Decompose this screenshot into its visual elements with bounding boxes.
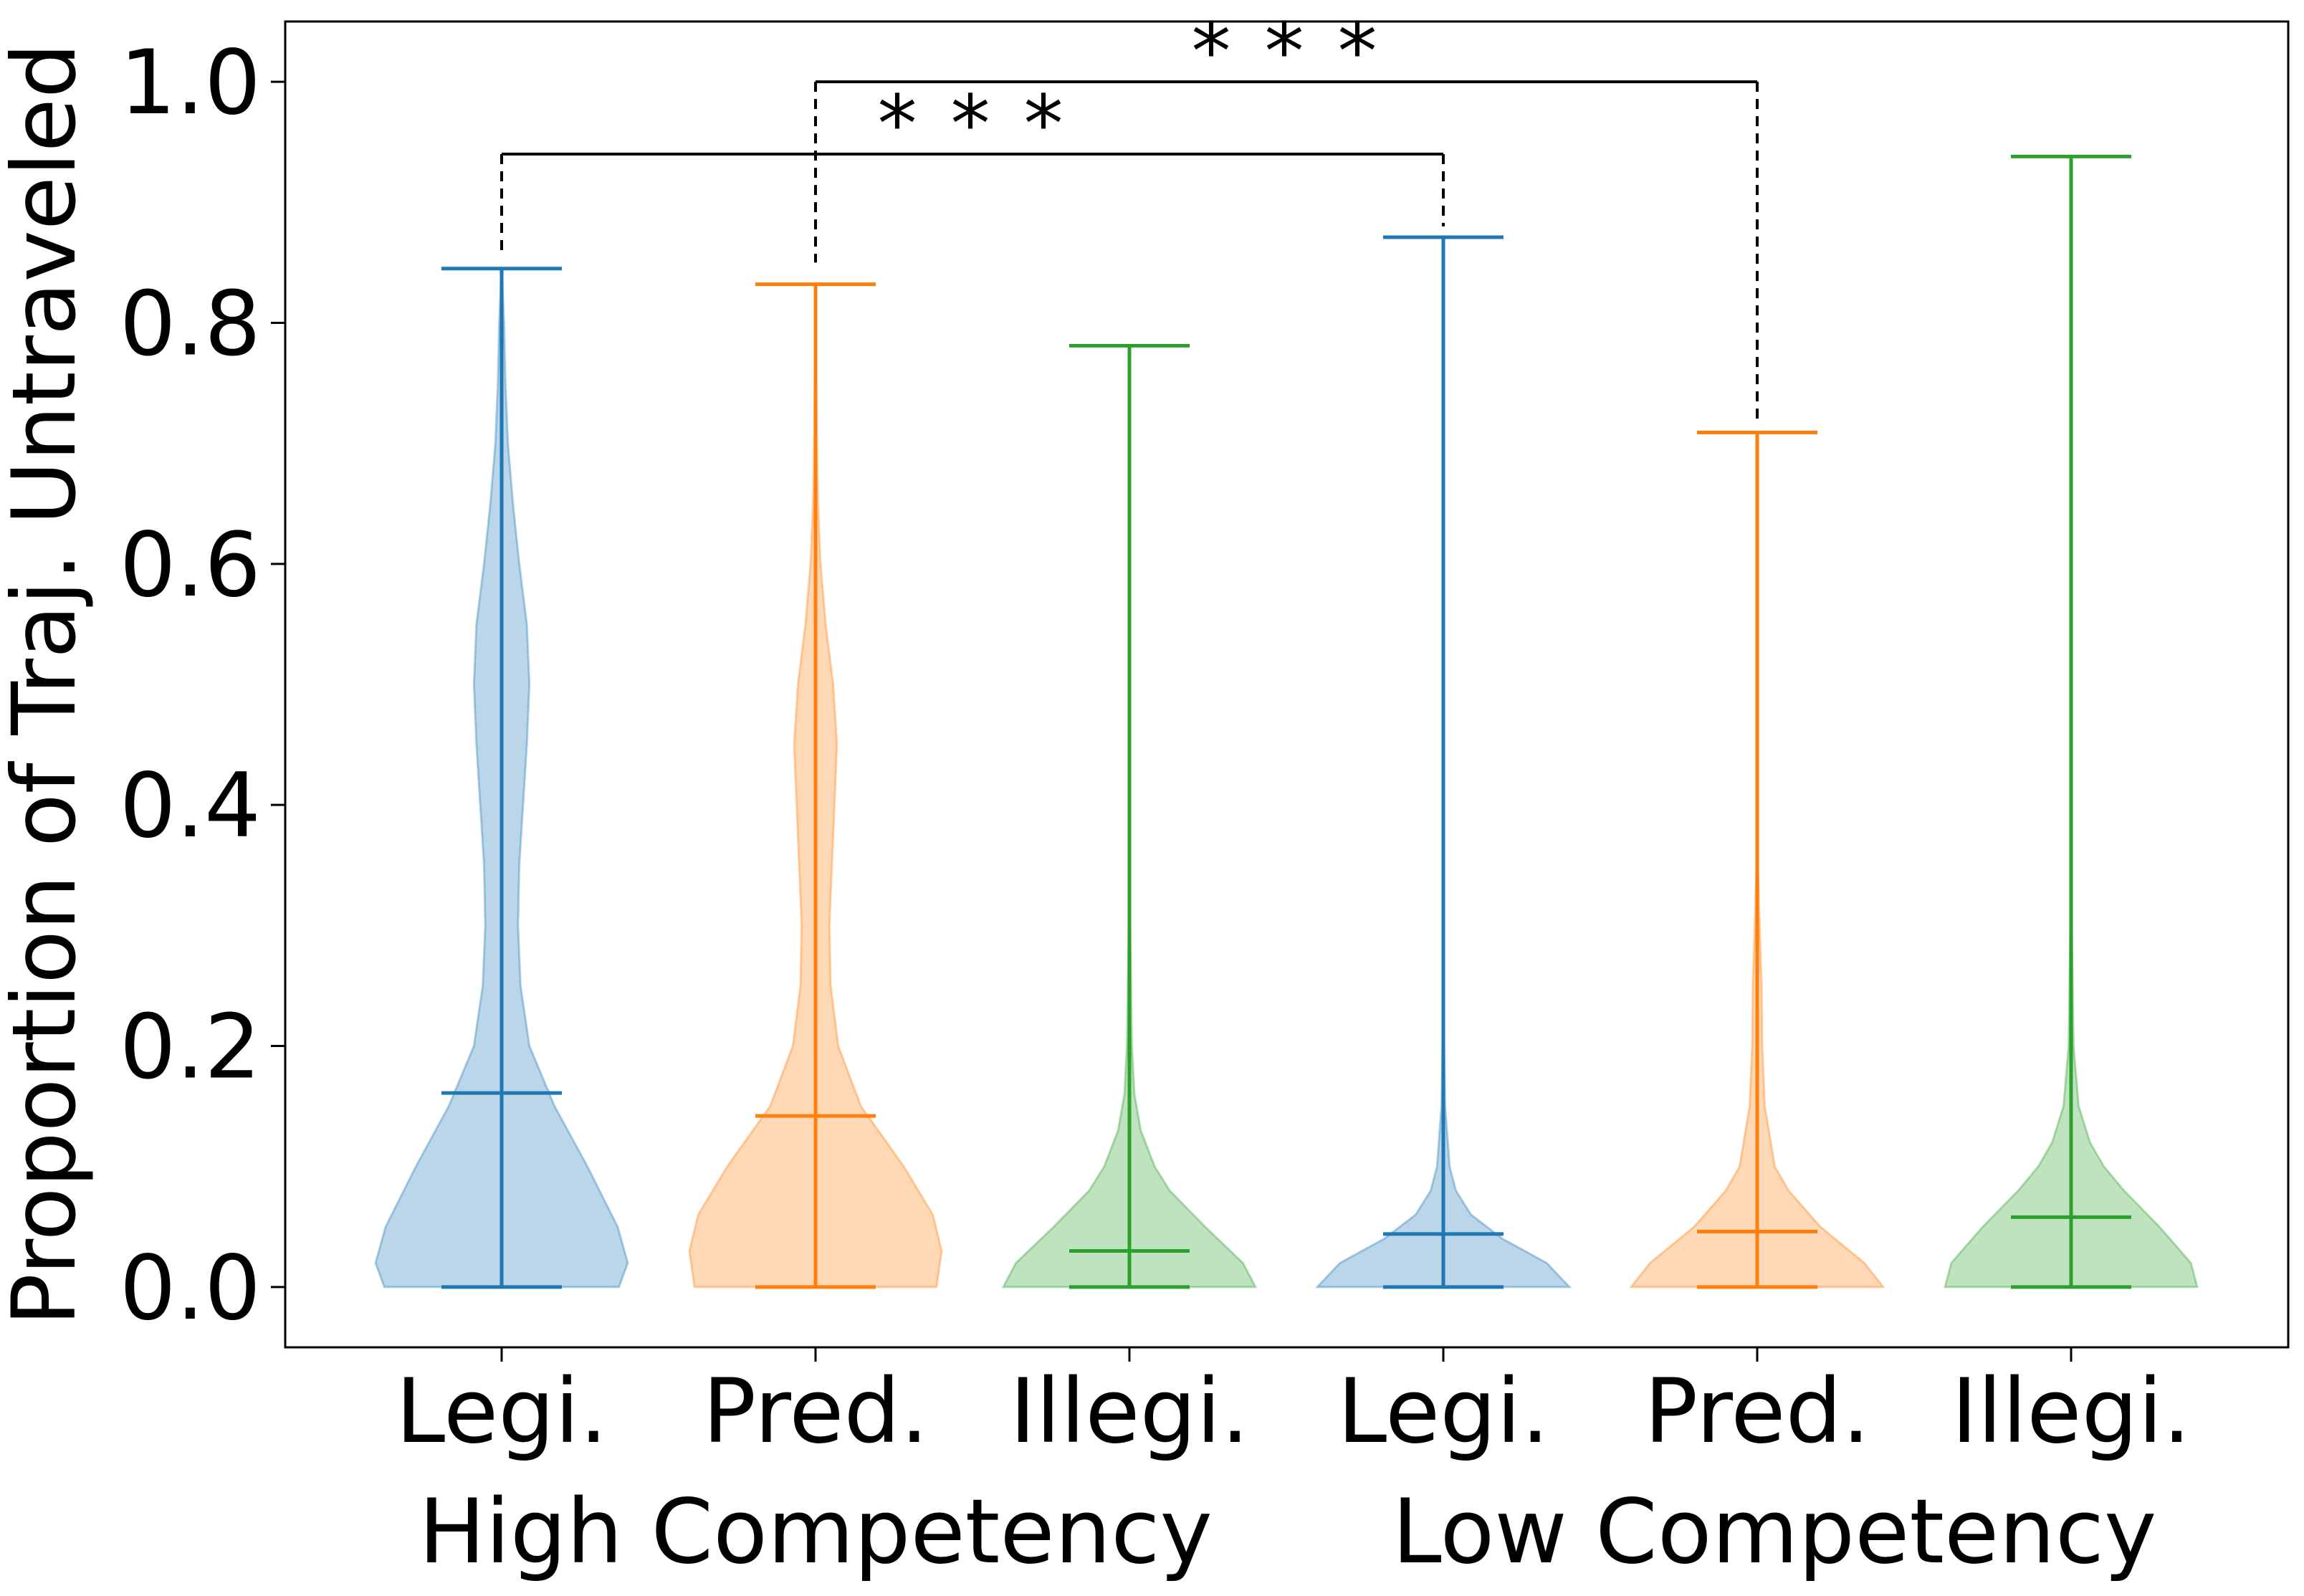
y-tick-label: 1.0 — [120, 32, 261, 135]
y-tick-label: 0.2 — [120, 996, 261, 1099]
group-label: Low Competency — [1392, 1481, 2157, 1584]
x-axis: Legi. Pred. Illegi. Legi. Pred. Illegi. High C… — [396, 1347, 2191, 1584]
x-tick-label: Legi. — [1337, 1360, 1549, 1463]
x-tick-label: Pred. — [702, 1360, 928, 1463]
y-tick-label: 0.4 — [120, 755, 261, 858]
x-tick-label: Legi. — [396, 1360, 608, 1463]
y-axis: 0.0 0.2 0.4 0.6 0.8 1.0 — [120, 32, 285, 1340]
y-tick-label: 0.8 — [120, 272, 261, 376]
group-label: High Competency — [419, 1481, 1213, 1584]
y-tick-label: 0.0 — [120, 1237, 261, 1340]
y-tick-label: 0.6 — [120, 514, 261, 617]
significance-annotations: * * * * * * — [500, 6, 1759, 419]
x-tick-label: Illegi. — [1010, 1360, 1249, 1463]
violins-layer — [374, 154, 2199, 1289]
x-tick-label: Illegi. — [1951, 1360, 2191, 1463]
plot-area — [284, 20, 2290, 1349]
x-tick-label: Pred. — [1644, 1360, 1870, 1463]
significance-stars: * * * — [1192, 6, 1382, 97]
significance-stars: * * * — [878, 78, 1068, 170]
y-axis-label: Proportion of Traj. Untraveled — [0, 43, 95, 1327]
